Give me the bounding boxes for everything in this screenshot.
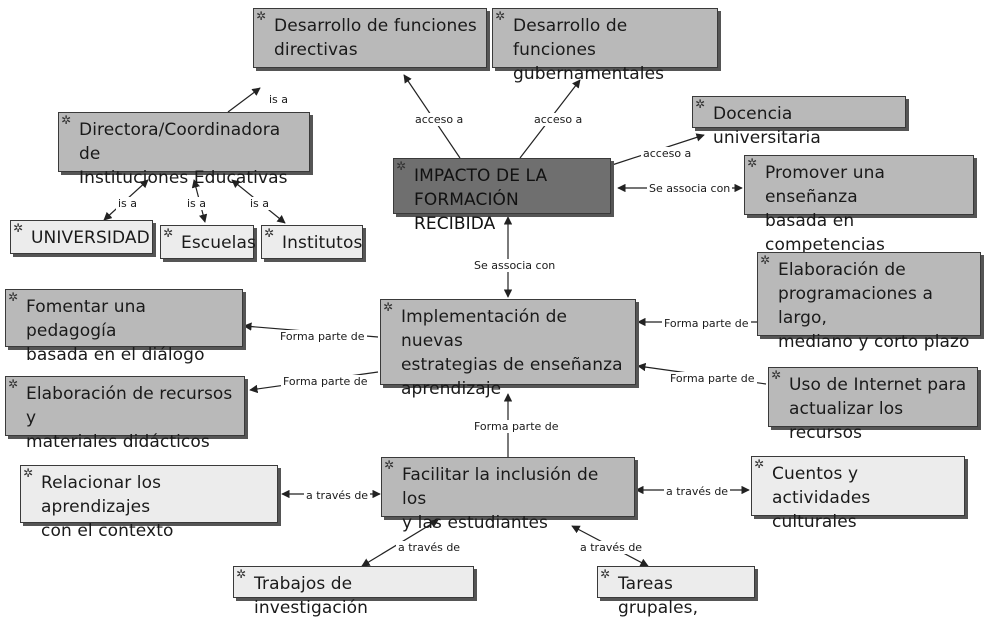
concept-icon: ✲ <box>760 253 771 267</box>
concept-icon: ✲ <box>695 97 706 111</box>
node-elaboracion-programaciones[interactable]: ✲ Elaboración de programaciones a largo,… <box>757 252 981 352</box>
link-label-acceso-left: acceso a <box>413 113 466 126</box>
link-label-is-a-institutos: is a <box>248 197 272 210</box>
node-implementacion[interactable]: ✲ Implementación de nuevas estrategias d… <box>380 299 636 399</box>
concept-icon: ✲ <box>771 368 782 382</box>
link-label-traves-investigacion: a través de <box>396 541 463 554</box>
node-competencias[interactable]: ✲ Promover una enseñanza basada en compe… <box>744 155 974 255</box>
link-label-forma-pedagogia: Forma parte de <box>278 330 367 343</box>
node-institutos[interactable]: ✲ Institutos <box>261 225 363 259</box>
concept-icon: ✲ <box>163 226 174 240</box>
concept-icon: ✲ <box>61 113 72 127</box>
link-label-associa-center: Se associa con <box>472 259 558 272</box>
concept-icon: ✲ <box>600 567 611 581</box>
node-facilitar[interactable]: ✲ Facilitar la inclusión de los y las es… <box>381 457 635 533</box>
node-funciones-directivas[interactable]: ✲ Desarrollo de funciones directivas <box>253 8 487 68</box>
link-label-is-a-universidad: is a <box>116 197 140 210</box>
link-label-is-a-top: is a <box>267 93 291 106</box>
link-label-forma-facilitar: Forma parte de <box>472 420 561 433</box>
concept-icon: ✲ <box>383 300 394 314</box>
concept-icon: ✲ <box>23 466 34 480</box>
concept-icon: ✲ <box>384 458 395 472</box>
node-internet[interactable]: ✲ Uso de Internet para actualizar los re… <box>768 367 978 443</box>
node-docencia-universitaria[interactable]: ✲ Docencia universitaria <box>692 96 906 148</box>
concept-icon: ✲ <box>754 457 765 471</box>
link-label-associa-right: Se associa con <box>647 182 733 195</box>
concept-icon: ✲ <box>264 226 275 240</box>
concept-icon: ✲ <box>236 567 247 581</box>
link-label-traves-tareas: a través de <box>578 541 645 554</box>
node-impacto-root[interactable]: ✲ IMPACTO DE LA FORMACIÓN RECIBIDA <box>393 158 611 234</box>
node-cuentos[interactable]: ✲ Cuentos y actividades culturales <box>751 456 965 532</box>
concept-icon: ✲ <box>13 221 24 235</box>
link-label-traves-relacionar: a través de <box>304 489 371 502</box>
node-relacionar[interactable]: ✲ Relacionar los aprendizajes con el con… <box>20 465 278 541</box>
concept-icon: ✲ <box>396 159 407 173</box>
link-label-forma-recursos: Forma parte de <box>281 375 370 388</box>
concept-icon: ✲ <box>495 9 506 23</box>
link-label-acceso-docencia: acceso a <box>641 147 694 160</box>
concept-icon: ✲ <box>747 156 758 170</box>
node-funciones-gubernamentales[interactable]: ✲ Desarrollo de funciones gubernamentale… <box>492 8 718 84</box>
concept-icon: ✲ <box>8 377 19 391</box>
edge-is-a-top <box>227 87 261 113</box>
node-pedagogia[interactable]: ✲ Fomentar una pedagogía basada en el di… <box>5 289 243 365</box>
concept-icon: ✲ <box>8 290 19 304</box>
link-label-acceso-right: acceso a <box>532 113 585 126</box>
node-universidad[interactable]: ✲ UNIVERSIDAD <box>10 220 153 254</box>
link-label-traves-cuentos: a través de <box>664 485 731 498</box>
node-recursos[interactable]: ✲ Elaboración de recursos y materiales d… <box>5 376 245 452</box>
link-label-forma-programaciones: Forma parte de <box>662 317 751 330</box>
node-tareas[interactable]: ✲ Tareas grupales, <box>597 566 755 618</box>
node-escuelas[interactable]: ✲ Escuelas <box>160 225 256 259</box>
node-investigacion[interactable]: ✲ Trabajos de investigación <box>233 566 474 618</box>
link-label-forma-internet: Forma parte de <box>668 372 757 385</box>
link-label-is-a-escuelas: is a <box>185 197 209 210</box>
concept-icon: ✲ <box>256 9 267 23</box>
node-directora[interactable]: ✲ Directora/Coordinadora de Institucione… <box>58 112 310 188</box>
